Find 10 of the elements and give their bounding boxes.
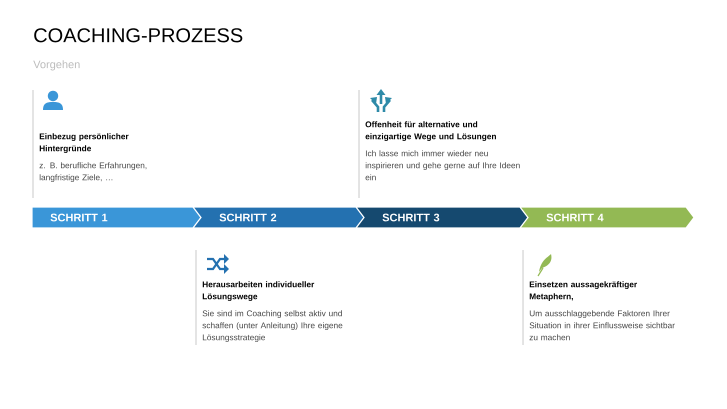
subtitle: Vorgehen (33, 60, 80, 70)
text-block: Einsetzen aussagekräftiger Metaphern, Um ausschlaggebende Faktoren Ihrer Situation in ihrer Einflussweise sichtbar zu machen (522, 250, 675, 346)
step-banner: SCHRITT 1 (31, 206, 202, 229)
step-banner: SCHRITT 3 (354, 206, 529, 229)
step-banner: SCHRITT 2 (192, 206, 365, 229)
text-block: Einbezug persönlicher Hintergründe z. B. berufliche Erfahrungen, langfristige Ziele, … (32, 90, 146, 198)
text-block: Herausarbeiten individueller Lösungswege Sie sind im Coaching selbst aktiv und schaffen (unter Anleitung) Ihre eigene Lösungsstrategie (196, 250, 342, 346)
step-banner: SCHRITT 4 (518, 206, 695, 229)
text-block: Offenheit für alternative und einzigartige Wege und Lösungen Ich lasse mich immer wieder neu inspirieren und gehe gerne auf Ihre Ideen ein (358, 90, 520, 198)
title: COACHING-PROZESS (34, 28, 242, 42)
